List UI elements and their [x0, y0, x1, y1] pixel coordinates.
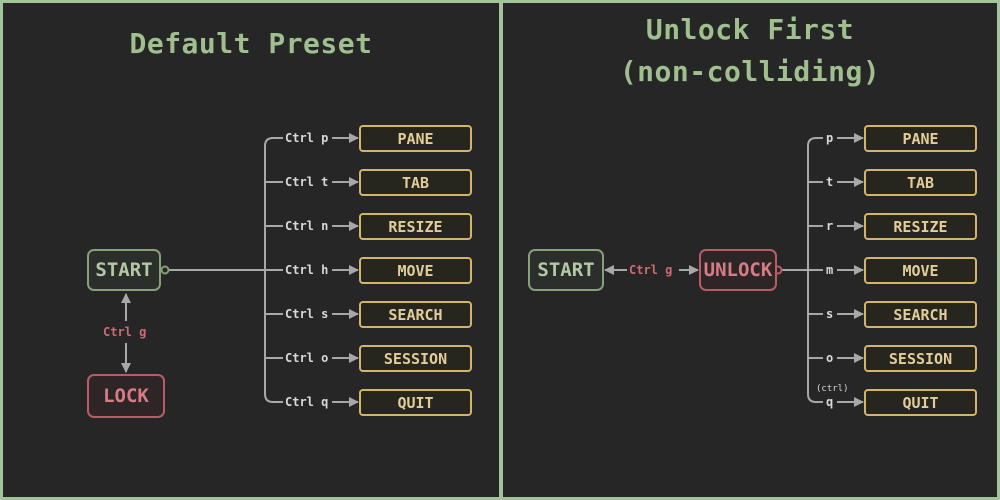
- mode-resize: RESIZE: [864, 213, 977, 240]
- mode-pane: PANE: [359, 125, 472, 152]
- start-node: START: [87, 249, 161, 291]
- key-label-search: Ctrl s: [284, 307, 330, 321]
- mode-session: SESSION: [359, 345, 472, 372]
- key-label-resize: r: [825, 219, 835, 233]
- unlock-node: UNLOCK: [699, 249, 777, 291]
- key-label-resize: Ctrl n: [284, 219, 330, 233]
- key-label-move: m: [825, 263, 835, 277]
- key-label-pane: Ctrl p: [284, 131, 330, 145]
- mode-tab: TAB: [864, 169, 977, 196]
- key-label-tab: Ctrl t: [284, 175, 330, 189]
- mode-search: SEARCH: [864, 301, 977, 328]
- mode-session: SESSION: [864, 345, 977, 372]
- start-port: [160, 265, 170, 275]
- key-label-tab: t: [825, 175, 835, 189]
- panel-title: Unlock First: [645, 13, 855, 46]
- left-connectors: [121, 133, 359, 407]
- default-preset-panel: Default Preset START LOCK Ctrl g Ctrl p …: [3, 3, 499, 497]
- key-label-quit: q: [825, 395, 835, 409]
- key-label-session: Ctrl o: [284, 351, 330, 365]
- mode-quit: QUIT: [359, 389, 472, 416]
- mode-quit: QUIT: [864, 389, 977, 416]
- unlock-first-panel: Unlock First (non-colliding) START Ctrl …: [503, 3, 997, 497]
- toggle-key-label: Ctrl g: [628, 263, 674, 277]
- toggle-key-label: Ctrl g: [102, 325, 148, 339]
- ctrl-modifier-label: (ctrl): [815, 382, 850, 396]
- key-label-quit: Ctrl q: [284, 395, 330, 409]
- key-label-pane: p: [825, 131, 835, 145]
- mode-search: SEARCH: [359, 301, 472, 328]
- panel-subtitle: (non-colliding): [619, 55, 881, 88]
- key-label-session: o: [825, 351, 835, 365]
- start-node: START: [528, 249, 604, 291]
- key-label-search: s: [825, 307, 835, 321]
- mode-move: MOVE: [864, 257, 977, 284]
- panel-title: Default Preset: [129, 27, 373, 60]
- mode-resize: RESIZE: [359, 213, 472, 240]
- mode-pane: PANE: [864, 125, 977, 152]
- mode-tab: TAB: [359, 169, 472, 196]
- key-label-move: Ctrl h: [284, 263, 330, 277]
- lock-node: LOCK: [87, 374, 165, 418]
- mode-move: MOVE: [359, 257, 472, 284]
